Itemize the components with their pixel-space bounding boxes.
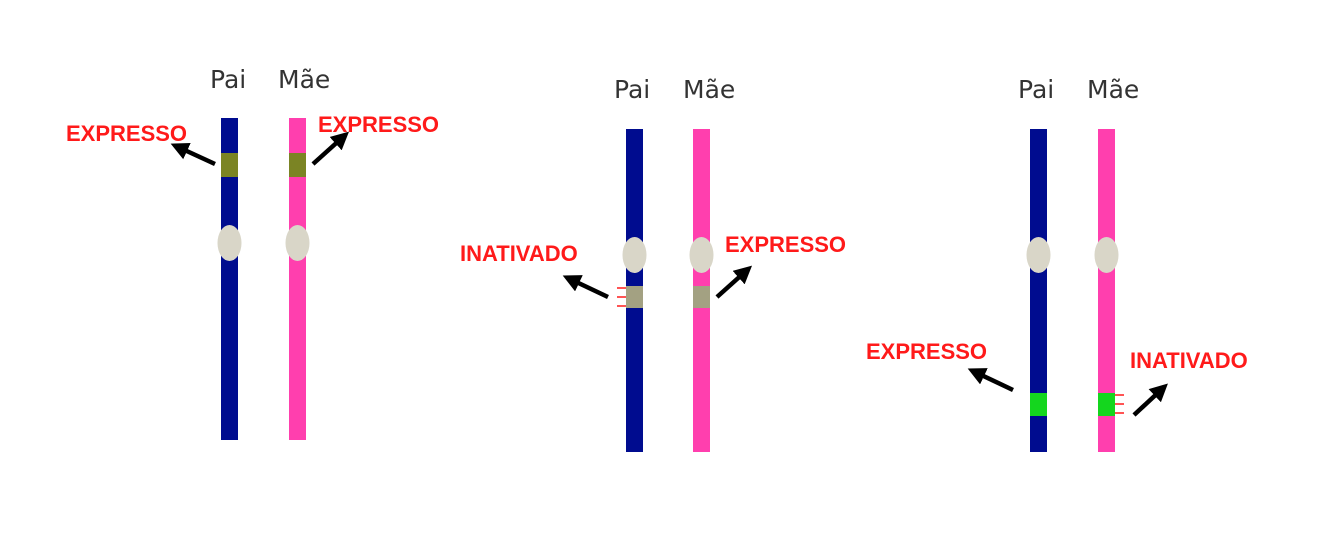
panel-2: Pai Mãe INATIVADO EXPRESSO xyxy=(460,75,846,452)
mother-gene xyxy=(289,153,306,177)
mother-gene-state: INATIVADO xyxy=(1130,348,1248,373)
father-label: Pai xyxy=(210,65,246,94)
father-gene xyxy=(221,153,238,177)
mother-gene xyxy=(1098,393,1115,416)
mother-gene-state: EXPRESSO xyxy=(318,112,439,137)
father-gene-arrow xyxy=(178,147,215,164)
panel-3: Pai Mãe EXPRESSO INATIVADO xyxy=(866,75,1248,452)
mother-centromere xyxy=(690,237,714,273)
mother-gene-arrow xyxy=(717,271,746,297)
imprint-marks xyxy=(1115,395,1124,413)
father-centromere xyxy=(1027,237,1051,273)
mother-gene-arrow xyxy=(313,137,343,164)
mother-centromere xyxy=(286,225,310,261)
mother-gene-arrow xyxy=(1134,389,1162,415)
father-gene-state: EXPRESSO xyxy=(866,339,987,364)
father-gene-arrow xyxy=(570,279,608,297)
mother-centromere xyxy=(1095,237,1119,273)
father-label: Pai xyxy=(614,75,650,104)
mother-gene-state: EXPRESSO xyxy=(725,232,846,257)
mother-label: Mãe xyxy=(683,75,735,104)
father-label: Pai xyxy=(1018,75,1054,104)
father-gene-state: INATIVADO xyxy=(460,241,578,266)
mother-gene xyxy=(693,286,710,308)
father-centromere xyxy=(623,237,647,273)
father-gene xyxy=(626,286,643,308)
father-gene xyxy=(1030,393,1047,416)
mother-label: Mãe xyxy=(278,65,330,94)
father-gene-state: EXPRESSO xyxy=(66,121,187,146)
panel-1: Pai Mãe EXPRESSO EXPRESSO xyxy=(66,65,439,440)
imprint-marks xyxy=(617,288,626,306)
father-gene-arrow xyxy=(975,372,1013,390)
father-centromere xyxy=(218,225,242,261)
mother-label: Mãe xyxy=(1087,75,1139,104)
